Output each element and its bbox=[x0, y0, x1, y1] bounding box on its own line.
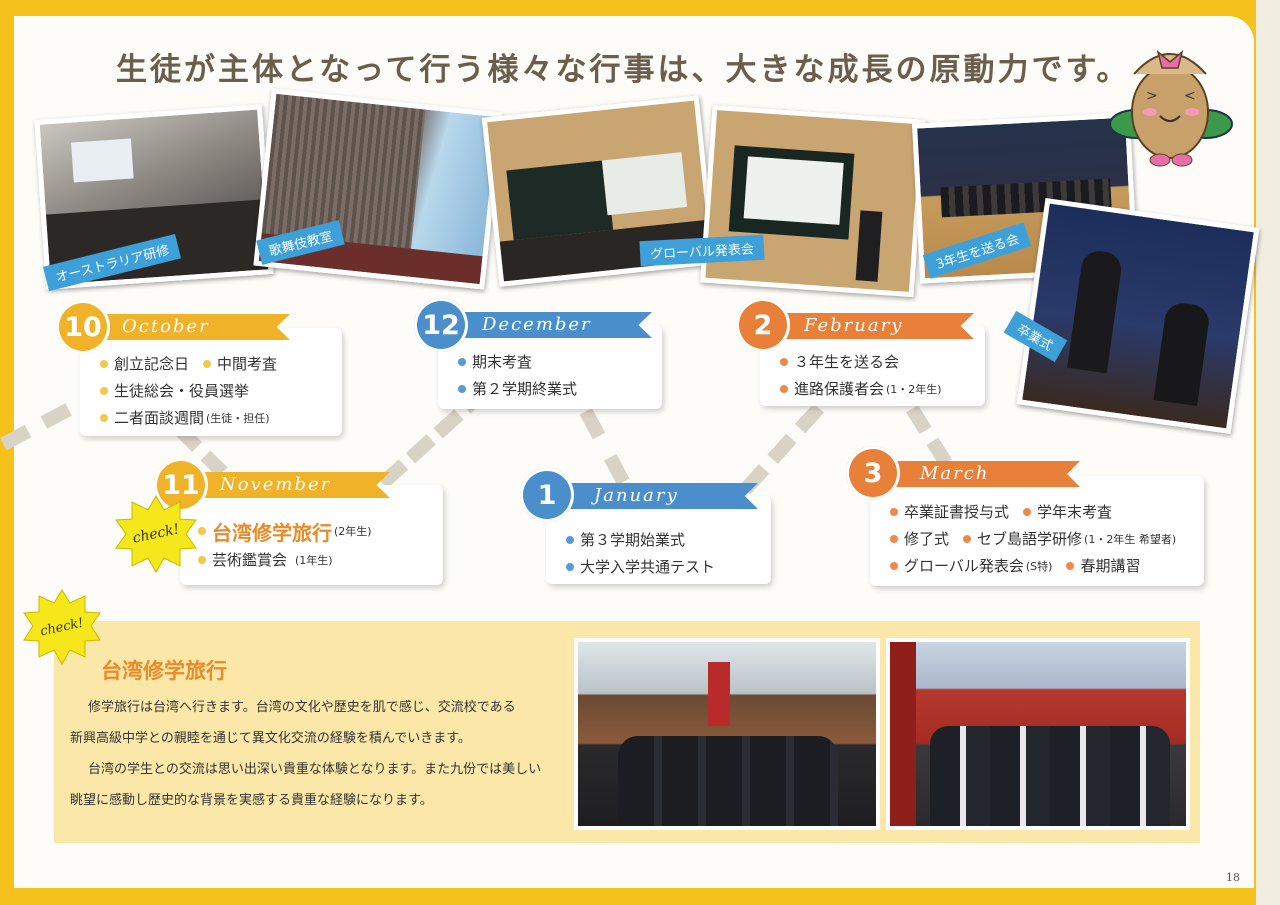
event-item: 大学入学共通テスト bbox=[580, 558, 716, 576]
event-item-highlight: 台湾修学旅行 bbox=[212, 520, 332, 545]
photo-global-2 bbox=[700, 104, 926, 298]
event-item: 第３学期始業式 bbox=[580, 531, 686, 549]
january-events: 第３学期始業式 大学入学共通テスト bbox=[566, 526, 715, 580]
month-circle-1: 1 bbox=[520, 468, 574, 522]
paragraph-line: 修学旅行は台湾へ行きます。台湾の文化や歴史を肌で感じ、交流校である bbox=[88, 700, 516, 715]
svg-text:<: < bbox=[1184, 88, 1196, 104]
ribbon-november: November bbox=[196, 472, 390, 498]
event-note: (1・2年生 希望者) bbox=[1084, 532, 1177, 546]
card-november bbox=[180, 485, 443, 585]
ribbon-december: December bbox=[458, 312, 652, 338]
event-item: 修了式 bbox=[904, 530, 950, 548]
card-january bbox=[546, 496, 771, 584]
event-note: (S特) bbox=[1025, 559, 1053, 573]
month-circle-12: 12 bbox=[414, 298, 468, 352]
event-note: (1年生) bbox=[295, 553, 333, 567]
february-events: ３年生を送る会 進路保護者会(1・2年生) bbox=[780, 348, 942, 402]
event-item: 第２学期終業式 bbox=[472, 380, 578, 398]
event-item: 春期講習 bbox=[1080, 557, 1141, 575]
march-events: 卒業証書授与式 学年末考査 修了式 セブ島語学研修(1・2年生 希望者) グローバル… bbox=[890, 498, 1176, 579]
card-december bbox=[438, 325, 662, 409]
paragraph-line: 新興高級中学との親睦を通じて異文化交流の経験を積んでいきます。 bbox=[70, 731, 471, 746]
card-october bbox=[80, 328, 342, 436]
check-starburst-icon: check! bbox=[115, 494, 197, 574]
ribbon-february: February bbox=[780, 313, 974, 339]
month-circle-3: 3 bbox=[846, 446, 900, 500]
event-item: 期末考査 bbox=[472, 353, 533, 371]
page-number: 18 bbox=[1226, 871, 1240, 884]
event-item: 創立記念日 bbox=[114, 355, 190, 373]
event-note: (1・2年生) bbox=[886, 382, 942, 396]
mascot-illustration: >< bbox=[1109, 49, 1233, 167]
photo-temple-students bbox=[886, 638, 1190, 830]
ribbon-january: January bbox=[570, 483, 758, 509]
ribbon-march: March bbox=[896, 461, 1080, 487]
paragraph-line: 台湾の学生との交流は思い出深い貴重な体験となります。また九份では美しい bbox=[88, 762, 542, 777]
event-item: 学年末考査 bbox=[1037, 503, 1113, 521]
card-march bbox=[870, 476, 1204, 586]
event-item: 卒業証書授与式 bbox=[904, 503, 1010, 521]
taiwan-paragraph-1: 修学旅行は台湾へ行きます。台湾の文化や歴史を肌で感じ、交流校である 新興高級中学… bbox=[70, 692, 558, 816]
event-item: 中間考査 bbox=[217, 355, 278, 373]
event-item: 進路保護者会 bbox=[794, 380, 885, 398]
page-edge bbox=[1256, 0, 1280, 905]
photo-jiufen-students bbox=[574, 638, 880, 830]
event-item: 生徒総会・役員選挙 bbox=[114, 382, 250, 400]
month-circle-10: 10 bbox=[56, 300, 110, 354]
november-events: 台湾修学旅行(2年生) 芸術鑑賞会 (1年生) bbox=[198, 516, 372, 573]
photo-kabuki bbox=[253, 88, 503, 290]
october-events: 創立記念日 中間考査 生徒総会・役員選挙 二者面談週間(生徒・担任) bbox=[100, 350, 277, 431]
event-item: 二者面談週間 bbox=[114, 409, 205, 427]
taiwan-section-title: 台湾修学旅行 bbox=[101, 659, 227, 683]
month-circle-2: 2 bbox=[736, 298, 790, 352]
check-starburst-icon: check! bbox=[23, 589, 101, 666]
event-item: グローバル発表会 bbox=[904, 557, 1024, 575]
event-note: (生徒・担任) bbox=[206, 411, 270, 425]
event-item: セブ島語学研修 bbox=[977, 530, 1083, 548]
ribbon-october: October bbox=[98, 314, 290, 340]
card-february bbox=[760, 326, 985, 406]
page-headline: 生徒が主体となって行う様々な行事は、大きな成長の原動力です。 bbox=[116, 52, 1131, 88]
svg-text:>: > bbox=[1146, 88, 1158, 104]
event-item: 芸術鑑賞会 bbox=[212, 551, 288, 569]
month-circle-11: 11 bbox=[154, 458, 208, 512]
paragraph-line: 眺望に感動し歴史的な背景を実感する貴重な経験になります。 bbox=[70, 793, 433, 808]
event-item: ３年生を送る会 bbox=[794, 353, 900, 371]
december-events: 期末考査 第２学期終業式 bbox=[458, 348, 577, 402]
event-note: (2年生) bbox=[334, 525, 372, 538]
photo-graduation bbox=[1016, 197, 1260, 435]
